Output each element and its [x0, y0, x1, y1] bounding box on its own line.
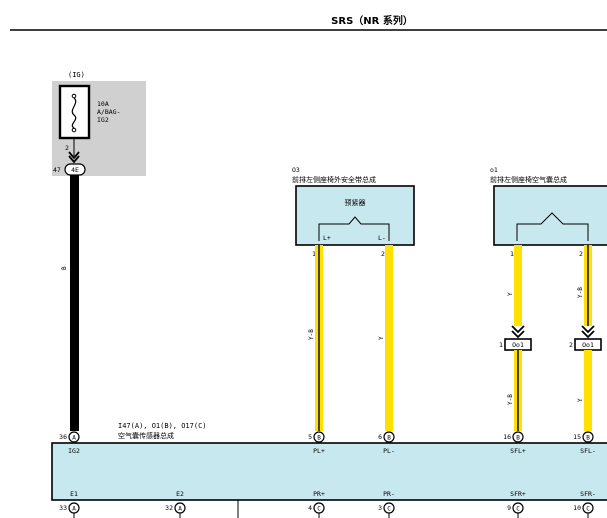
sensor-bottom-pin-num: 9 — [507, 504, 511, 512]
wire-o1-1-upper — [514, 245, 522, 326]
sensor-top-pin: 36 A IG2 — [59, 431, 80, 455]
sensor-top-pin-label: IG2 — [68, 447, 80, 455]
sensor-bottom-pin-num: 32 — [165, 504, 173, 512]
sensor-bottom-pin-conn: C — [516, 506, 520, 513]
o3-pin-2: 2 — [381, 250, 385, 258]
sensor-ids: I47(A), O1(B), O17(C) — [118, 422, 207, 430]
o3-pin-1: 1 — [312, 250, 316, 258]
sensor-bottom-pin-label: PR- — [383, 490, 395, 498]
sensor-top-pin-circle — [383, 431, 395, 443]
wire-ig-black — [70, 175, 79, 431]
sensor-bottom-pin-num: 33 — [59, 504, 67, 512]
o1-pin-1: 1 — [510, 250, 514, 258]
sensor-top-pin-label: SFL+ — [510, 447, 526, 455]
wire-ig-color: B — [61, 266, 68, 270]
wire-o1-4-color: Y — [577, 398, 584, 402]
o1-name: 前排左侧座椅空气囊总成 — [490, 175, 567, 184]
o3-name: 前排左侧座椅外安全带总成 — [292, 175, 376, 184]
sensor-top-pin: 15 B SFL- — [573, 431, 596, 455]
o1-arrow-2 — [581, 325, 595, 339]
wire-o3-2-yellow — [385, 245, 393, 431]
sensor-bottom-pin-label: SFR+ — [510, 490, 526, 498]
sensor-bottom-pin-conn: A — [178, 506, 182, 513]
o3-label-1: L+ — [323, 234, 331, 242]
fuse-connector-arrow — [68, 151, 80, 164]
sensor-top-pin-num: 16 — [503, 433, 511, 441]
o3-inner-label: 预紧器 — [345, 198, 366, 207]
sensor-top-pin-label: PL- — [383, 447, 395, 455]
sensor-bottom-pin-num: 10 — [573, 504, 581, 512]
sensor-top-pin-label: PL+ — [313, 447, 325, 455]
sensor-top-pin-conn: B — [586, 435, 590, 442]
o3-component — [295, 185, 415, 246]
oo1-connector-1-num: 1 — [499, 341, 503, 349]
sensor-bottom-pin-conn: C — [387, 506, 391, 513]
sensor-bottom-pin-num: 4 — [308, 504, 312, 512]
o1-pin-2: 2 — [579, 250, 583, 258]
sensor-top-pin-num: 6 — [378, 433, 382, 441]
sensor-bottom-pin-label: PR+ — [313, 490, 325, 498]
o3-inner-circuit — [318, 216, 390, 241]
sensor-bottom-pin-label: E1 — [70, 490, 78, 498]
wire-o1-4-lower — [584, 350, 592, 431]
wire-o3-2-color: Y — [378, 336, 385, 340]
o3-id: O3 — [292, 166, 300, 174]
sensor-top-pin-label: SFL- — [580, 447, 596, 455]
oo1-connector-2-label: Oo1 — [582, 341, 594, 349]
sensor-bottom-pin-conn: A — [72, 506, 76, 513]
sensor-bottom-pin-conn: C — [586, 506, 590, 513]
fuse-icon — [71, 93, 77, 133]
o1-inner-circuit — [516, 212, 589, 241]
oo1-connector-2-num: 2 — [569, 341, 573, 349]
sensor-bottom-pin-label: E2 — [176, 490, 184, 498]
sensor-name: 空气囊传感器总成 — [118, 431, 174, 440]
diagram-title: SRS（NR 系列） — [331, 14, 413, 27]
fuse-name-2: IG2 — [97, 116, 109, 124]
sensor-top-pin-conn: A — [72, 435, 76, 442]
fuse-rating: 10A — [97, 100, 109, 108]
wire-o1-2-color: Y-B — [577, 287, 584, 298]
wire-o1-3-color: Y-B — [507, 394, 514, 405]
o1-component — [493, 185, 607, 246]
fuse-pin: 2 — [65, 144, 69, 152]
ig-connector-code: 4E — [71, 166, 79, 174]
sensor-top-pin-circle — [512, 431, 524, 443]
fuse-group-label: (IG) — [68, 71, 85, 79]
sensor-top-pin-circle — [313, 431, 325, 443]
sensor-top-pin-conn: B — [317, 435, 321, 442]
sensor-bottom-pin-num: 3 — [378, 504, 382, 512]
sensor-top-pin-circle — [582, 431, 594, 443]
o3-label-2: L- — [378, 234, 386, 242]
oo1-connector-1-label: Oo1 — [512, 341, 524, 349]
ig-connector-num: 47 — [53, 166, 61, 174]
sensor-top-pin-num: 15 — [573, 433, 581, 441]
sensor-top-pin-num: 36 — [59, 433, 67, 441]
sensor-bottom-pin-label: SFR- — [580, 490, 596, 498]
sensor-top-pin-conn: B — [387, 435, 391, 442]
o1-arrow-1 — [511, 325, 525, 339]
sensor-bottom-pin: SFR- 10 C — [573, 490, 596, 518]
sensor-top-pin: 16 B SFL+ — [503, 431, 526, 455]
o1-id: o1 — [490, 166, 498, 174]
fuse-name-1: A/BAG- — [97, 108, 120, 116]
wire-o1-1-color: Y — [507, 292, 514, 296]
sensor-bottom-pin-conn: C — [317, 506, 321, 513]
wire-o3-1-color: Y-B — [308, 329, 315, 340]
sensor-top-pin-conn: B — [516, 435, 520, 442]
sensor-component — [51, 442, 607, 501]
sensor-top-pin-circle — [68, 431, 80, 443]
sensor-top-pin-num: 5 — [308, 433, 312, 441]
